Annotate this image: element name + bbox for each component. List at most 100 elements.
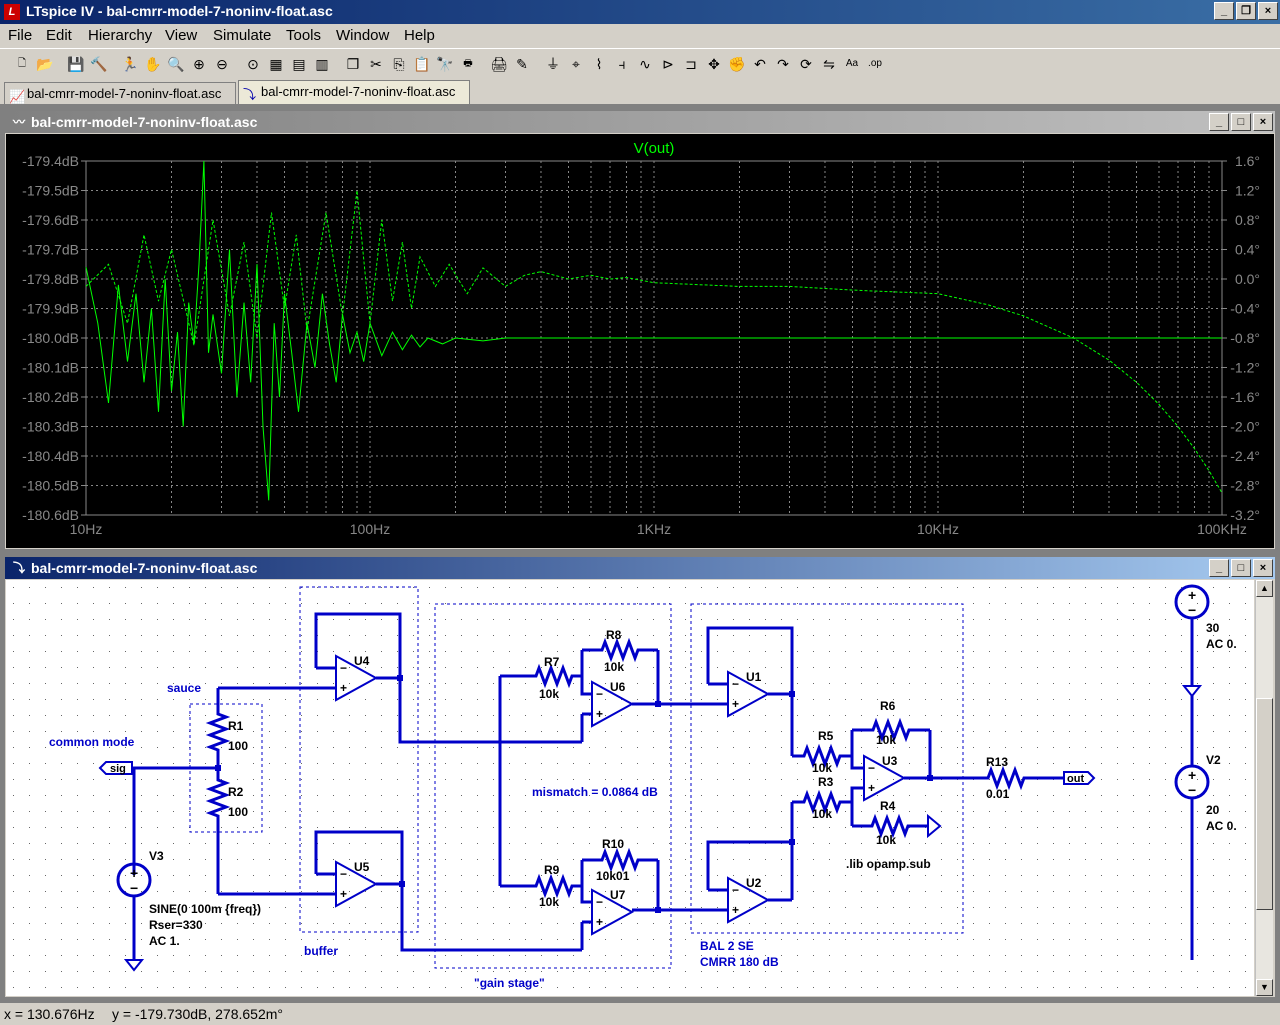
y-left-tick-label: -179.8dB bbox=[22, 271, 79, 287]
wire[interactable] bbox=[398, 678, 582, 744]
undo-icon[interactable]: ↶ bbox=[754, 56, 766, 72]
tile-vertical-icon[interactable]: ▥ bbox=[315, 56, 329, 72]
diode-icon[interactable]: ⊳ bbox=[662, 56, 674, 72]
minimize-button[interactable]: _ bbox=[1214, 2, 1234, 20]
redo-icon[interactable]: ↷ bbox=[777, 56, 789, 72]
zoom-full-icon[interactable]: ⊙ bbox=[247, 56, 259, 72]
spice-directive-icon[interactable]: .op bbox=[868, 58, 882, 69]
mirror-icon[interactable]: ⇋ bbox=[823, 56, 835, 72]
opamp-u4[interactable] bbox=[335, 654, 379, 702]
resistor-r1[interactable] bbox=[205, 710, 231, 754]
menu-simulate[interactable]: Simulate bbox=[213, 27, 272, 44]
common-mode-label: common mode bbox=[49, 735, 135, 749]
zoom-out-icon[interactable]: ⊖ bbox=[216, 56, 228, 72]
grid-icon[interactable]: ▦ bbox=[269, 56, 283, 72]
label-net-icon[interactable]: ⌖ bbox=[572, 56, 580, 72]
drag-icon[interactable]: ✊ bbox=[728, 56, 746, 72]
wire[interactable] bbox=[580, 886, 592, 904]
resistor-r4[interactable] bbox=[852, 813, 928, 839]
copy-icon[interactable]: ⎘ bbox=[393, 56, 405, 72]
menu-tools[interactable]: Tools bbox=[286, 27, 322, 44]
r3-name: R3 bbox=[818, 775, 834, 789]
menu-file[interactable]: File bbox=[8, 27, 33, 44]
resistor-r8[interactable] bbox=[582, 637, 658, 663]
opamp-u1[interactable] bbox=[727, 670, 771, 718]
cut-icon[interactable]: ✂ bbox=[370, 56, 382, 72]
wire[interactable] bbox=[706, 840, 794, 900]
capacitor-icon[interactable]: ⫞ bbox=[618, 56, 626, 72]
print-icon[interactable]: 🖨 bbox=[490, 56, 508, 72]
save-icon[interactable]: 💾 bbox=[67, 56, 85, 72]
close-button[interactable]: × bbox=[1253, 113, 1273, 131]
component-icon[interactable]: ⊐ bbox=[685, 56, 697, 72]
minimize-button[interactable]: _ bbox=[1209, 113, 1229, 131]
tab-schematic[interactable]: ⤵ bal-cmrr-model-7-noninv-float.asc bbox=[238, 80, 470, 104]
text-icon[interactable]: Aa bbox=[845, 58, 859, 69]
wire[interactable] bbox=[580, 676, 592, 696]
ground-icon bbox=[123, 959, 145, 972]
inductor-icon[interactable]: ∿ bbox=[639, 56, 651, 72]
tile-horizontal-icon[interactable]: ▤ bbox=[292, 56, 306, 72]
ground-icon[interactable]: ⏚ bbox=[546, 56, 560, 72]
scroll-down-arrow[interactable]: ▼ bbox=[1256, 979, 1273, 996]
opamp-u6[interactable] bbox=[591, 680, 635, 728]
sauce-label: sauce bbox=[167, 681, 201, 695]
resistor-r9[interactable] bbox=[526, 873, 582, 899]
find-icon[interactable]: 🔭 bbox=[436, 56, 454, 72]
wire[interactable] bbox=[314, 830, 404, 884]
resistor-r3[interactable] bbox=[792, 789, 852, 815]
resistor-icon[interactable]: ⌇ bbox=[595, 56, 603, 72]
opamp-u5[interactable] bbox=[335, 860, 379, 908]
menu-edit[interactable]: Edit bbox=[46, 27, 72, 44]
run-icon[interactable]: 🏃 bbox=[121, 56, 139, 72]
draw-wire-icon[interactable]: ✎ bbox=[516, 56, 528, 72]
opamp-u3[interactable] bbox=[863, 754, 907, 802]
close-button[interactable]: × bbox=[1253, 559, 1273, 577]
resistor-r2[interactable] bbox=[205, 776, 231, 820]
control-panel-icon[interactable]: 🔨 bbox=[90, 56, 108, 72]
resistor-r7[interactable] bbox=[526, 663, 582, 689]
wire[interactable] bbox=[850, 786, 864, 802]
spice-directive-lib[interactable]: .lib opamp.sub bbox=[846, 857, 931, 871]
print-preview-icon[interactable]: 🖶 bbox=[463, 58, 473, 69]
resistor-r13[interactable] bbox=[976, 765, 1036, 791]
scroll-thumb[interactable] bbox=[1256, 698, 1273, 910]
menu-hierarchy[interactable]: Hierarchy bbox=[88, 27, 153, 44]
move-icon[interactable]: ✥ bbox=[708, 56, 720, 72]
resistor-r10[interactable] bbox=[582, 847, 658, 873]
u4-label: U4 bbox=[354, 654, 370, 668]
opamp-u7[interactable] bbox=[591, 888, 635, 936]
restore-button[interactable]: ❐ bbox=[1236, 2, 1256, 20]
minimize-button[interactable]: _ bbox=[1209, 559, 1229, 577]
u2-label: U2 bbox=[746, 876, 762, 890]
wire[interactable] bbox=[706, 626, 794, 694]
rotate-icon[interactable]: ⟳ bbox=[800, 56, 812, 72]
menu-help[interactable]: Help bbox=[404, 27, 435, 44]
wire[interactable] bbox=[314, 612, 402, 678]
trace-label-vout[interactable]: V(out) bbox=[634, 140, 675, 157]
net-label-out[interactable] bbox=[1063, 771, 1096, 785]
close-button[interactable]: × bbox=[1258, 2, 1278, 20]
cascade-icon[interactable]: ❐ bbox=[346, 56, 360, 72]
open-icon[interactable]: 📂 bbox=[36, 56, 54, 72]
opamp-u2[interactable] bbox=[727, 876, 771, 924]
wire[interactable] bbox=[850, 756, 864, 770]
maximize-button[interactable]: □ bbox=[1231, 559, 1251, 577]
scroll-up-arrow[interactable]: ▲ bbox=[1256, 580, 1273, 597]
new-schematic-icon[interactable]: 🗋 bbox=[17, 58, 27, 69]
zoom-in-icon[interactable]: 🔍 bbox=[167, 56, 185, 72]
maximize-button[interactable]: □ bbox=[1231, 113, 1251, 131]
y-right-tick-label: 1.6° bbox=[1235, 153, 1260, 169]
resistor-r5[interactable] bbox=[792, 743, 852, 769]
vertical-scrollbar[interactable]: ▲ ▼ bbox=[1255, 580, 1273, 996]
paste-icon[interactable]: 📋 bbox=[413, 56, 431, 72]
menu-window[interactable]: Window bbox=[336, 27, 390, 44]
wire[interactable] bbox=[400, 884, 582, 952]
resistor-r6[interactable] bbox=[852, 717, 930, 743]
tab-waveform[interactable]: 📈 bal-cmrr-model-7-noninv-float.asc bbox=[4, 82, 236, 104]
zoom-fit-icon[interactable]: ⊕ bbox=[193, 56, 205, 72]
pan-icon[interactable]: ✋ bbox=[144, 56, 162, 72]
menu-view[interactable]: View bbox=[165, 27, 198, 44]
